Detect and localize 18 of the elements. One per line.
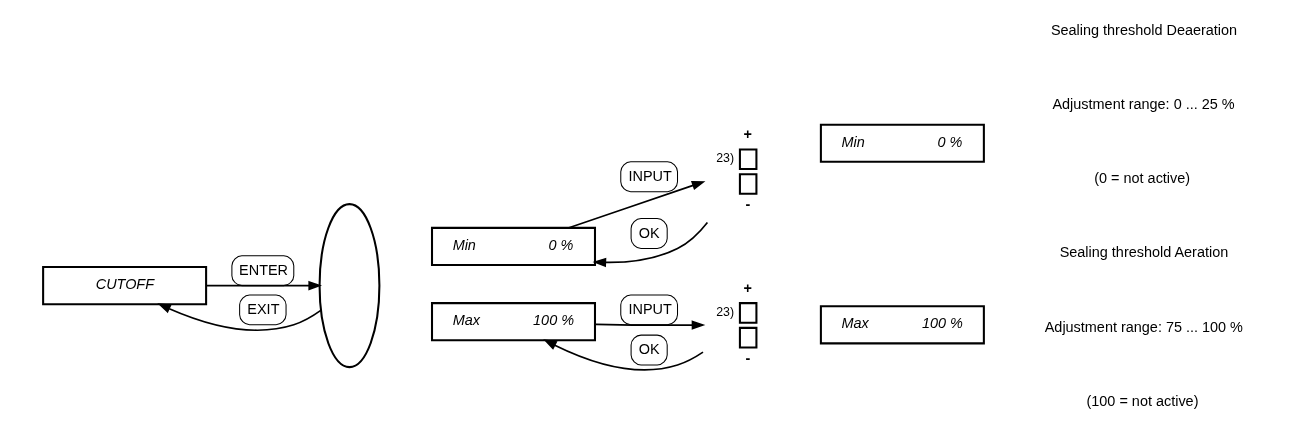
edge-label: INPUT	[628, 168, 672, 185]
node-label: -	[745, 350, 751, 367]
node-label: +	[743, 126, 752, 143]
label: Adjustment range: 0 ... 25 %	[1052, 95, 1235, 112]
node-label: +	[743, 280, 752, 297]
node-label: -	[745, 196, 751, 213]
label: Adjustment range: 75 ... 100 %	[1044, 318, 1243, 335]
label: (100 = not active)	[1086, 392, 1199, 409]
label: Sealing threshold Aeration	[1059, 244, 1229, 261]
label: (0 = not active)	[1094, 170, 1191, 187]
label: Sealing threshold Deaeration	[1050, 21, 1238, 38]
edge-label: OK	[638, 224, 660, 241]
node-label: 23)	[716, 305, 735, 320]
edge-label: INPUT	[628, 301, 672, 318]
edge-label: OK	[638, 341, 660, 358]
node-label: 23)	[716, 151, 735, 166]
edge-label: EXIT	[247, 301, 280, 318]
edge-label: ENTER	[239, 261, 289, 278]
